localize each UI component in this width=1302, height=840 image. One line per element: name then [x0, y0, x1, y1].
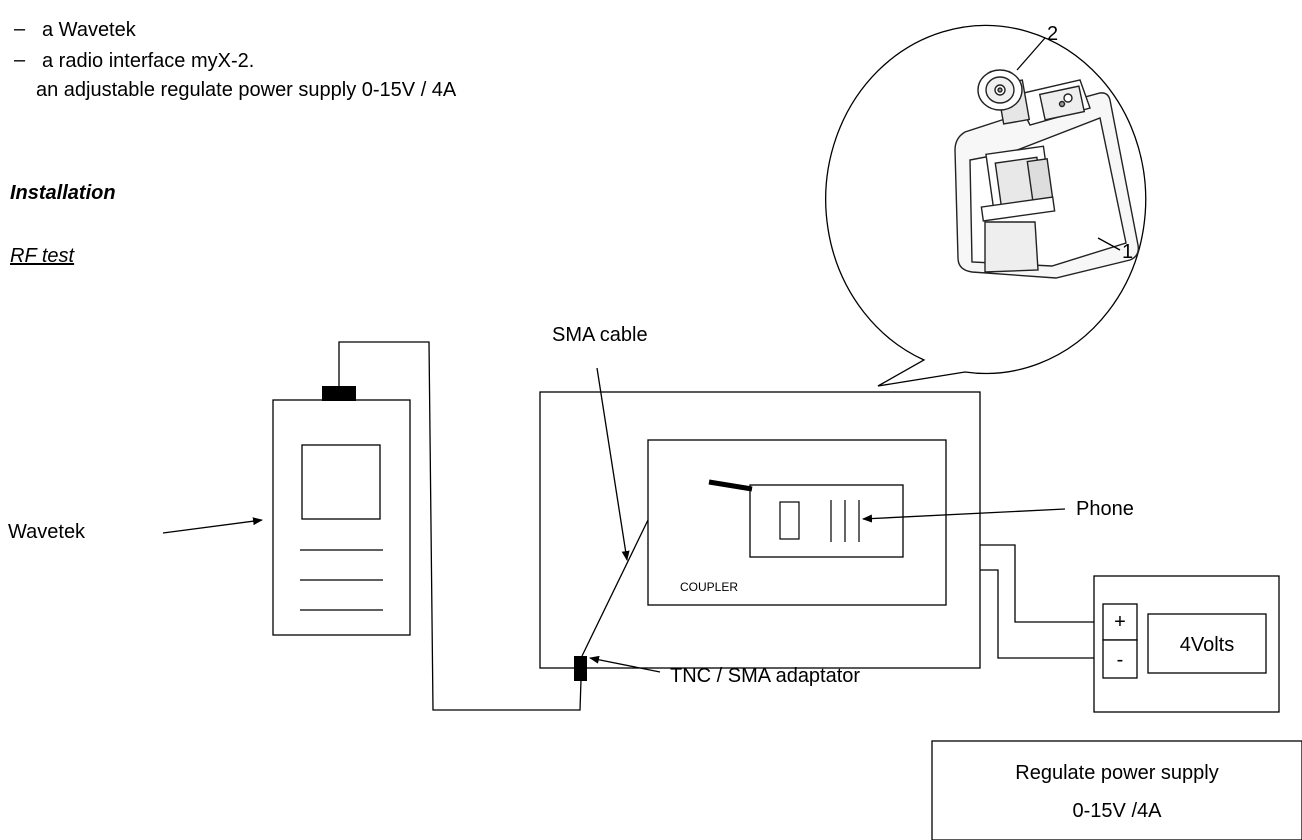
- phone-antenna: [708, 479, 753, 492]
- plus-sign: +: [1114, 611, 1126, 633]
- callout-leader-2: [1016, 37, 1046, 71]
- wavetek-connector: [322, 386, 356, 401]
- wavetek-screen: [301, 444, 381, 520]
- phone-label: Phone: [1076, 498, 1134, 520]
- requirement-item: a Wavetek: [42, 19, 136, 41]
- requirement-item: an adjustable regulate power supply 0-15…: [36, 79, 457, 101]
- sma-cable-label: SMA cable: [552, 324, 648, 346]
- power-supply-caption-box: [931, 740, 1302, 840]
- list-bullet: –: [14, 18, 26, 40]
- list-bullet: –: [14, 49, 26, 71]
- requirement-item: a radio interface myX-2.: [42, 50, 255, 72]
- callout-number-1: 1: [1122, 241, 1133, 263]
- section-heading: Installation: [10, 182, 116, 204]
- phone: [749, 484, 904, 558]
- negative-terminal: [1102, 639, 1138, 679]
- minus-sign: -: [1117, 649, 1124, 671]
- coupler-label: COUPLER: [680, 580, 738, 594]
- tnc-sma-adaptor: [574, 656, 587, 681]
- phone-holder-illustration: [954, 69, 1140, 279]
- callout-leader-1: [1097, 237, 1121, 251]
- phone-display: [779, 501, 800, 540]
- power-supply-caption-line1: Regulate power supply: [1015, 762, 1218, 784]
- power-supply-caption-line2: 0-15V /4A: [1073, 800, 1163, 822]
- power-lead-positive: [980, 544, 1103, 623]
- callout-number-2: 2: [1047, 23, 1058, 45]
- phone-arrow: [862, 508, 1066, 523]
- adaptor-arrow: [589, 655, 661, 673]
- adaptor-label: TNC / SMA adaptator: [670, 665, 860, 687]
- voltage-display: [1147, 613, 1267, 674]
- rf-cable: [338, 341, 582, 711]
- wavetek-arrow: [162, 517, 263, 534]
- subsection-heading: RF test: [10, 245, 75, 267]
- power-lead-negative: [980, 569, 1103, 659]
- sma-cable-arrow: [596, 367, 630, 561]
- voltage-label: 4Volts: [1180, 634, 1234, 656]
- wavetek-label: Wavetek: [8, 521, 86, 543]
- sma-cable: [581, 519, 649, 657]
